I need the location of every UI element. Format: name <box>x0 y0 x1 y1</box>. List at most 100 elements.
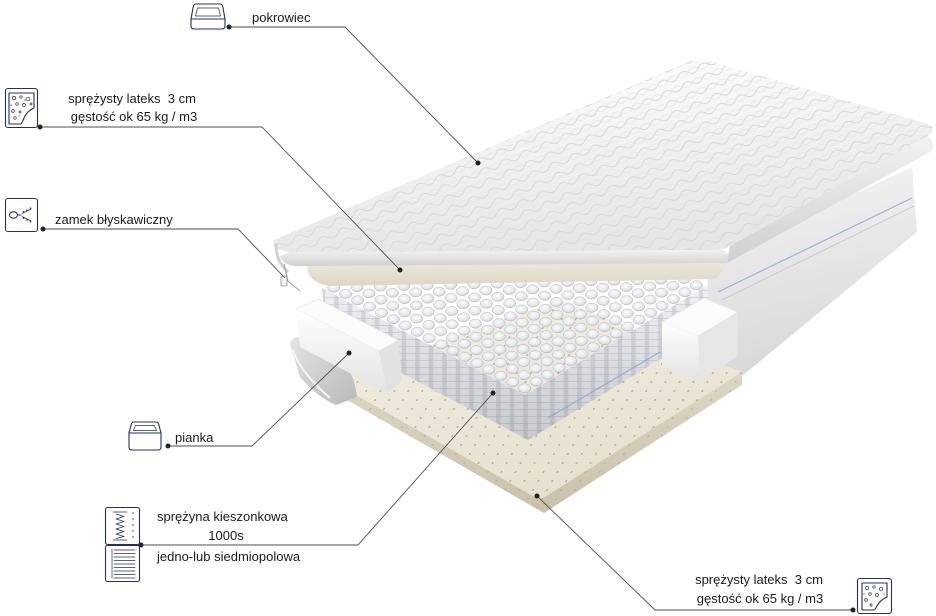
spring-top <box>515 317 529 328</box>
pocket-spring-leader-end-dot <box>490 390 496 396</box>
spring-top <box>469 318 482 329</box>
cover-right-side <box>727 136 933 263</box>
spring-top <box>539 330 553 341</box>
spring-top <box>655 287 668 298</box>
spring-top <box>397 294 411 304</box>
spring-top <box>363 301 376 312</box>
right-foam-block <box>661 297 739 380</box>
spring-top <box>528 337 542 347</box>
spring-top <box>526 297 540 308</box>
spring-top <box>551 323 564 334</box>
spring-top <box>456 286 469 296</box>
foam-leader <box>168 352 350 447</box>
spring-top <box>481 338 495 349</box>
spring-top <box>596 282 610 293</box>
spring-top <box>584 289 598 300</box>
spring-top <box>561 290 575 300</box>
spring-top <box>620 295 634 306</box>
top-latex-label-line1: sprężysty lateks 3 cm <box>68 91 196 106</box>
mattress-right-body <box>706 167 917 376</box>
spring-top <box>503 311 517 322</box>
spring-top <box>433 299 447 310</box>
mattress-cover <box>273 59 933 274</box>
spring-top <box>666 281 680 291</box>
right-foam-front-left <box>662 322 700 380</box>
spring-top <box>643 281 657 292</box>
pocket-spring-label-line1: sprężyna kieszonkowa <box>157 509 289 524</box>
zipper-leader <box>43 228 286 279</box>
spring-top <box>479 285 493 296</box>
spring-top <box>527 324 541 334</box>
spring-top <box>494 370 508 381</box>
spring-top <box>539 317 553 327</box>
spring-top <box>398 307 412 318</box>
spring-top <box>386 314 400 325</box>
spring-top <box>598 335 612 346</box>
spring-top <box>421 293 435 304</box>
spring-top <box>445 319 459 330</box>
spring-top <box>528 350 542 361</box>
spring-top <box>541 369 555 380</box>
spring-top <box>480 325 494 335</box>
spring-top <box>517 370 531 381</box>
foam-leader-start-dot <box>165 443 171 449</box>
spring-top <box>597 322 611 332</box>
spring-top <box>518 383 532 394</box>
spring-top <box>621 321 635 332</box>
spring-top <box>596 295 610 306</box>
spring-top <box>586 329 600 339</box>
zipper-pull <box>280 275 288 287</box>
latex-icon <box>856 577 893 615</box>
spring-top <box>585 315 599 326</box>
spring-top <box>549 283 563 294</box>
spring-top <box>620 308 634 319</box>
spring-top <box>666 294 680 304</box>
spring-top <box>574 322 588 333</box>
spring-top <box>505 350 519 361</box>
spring-top <box>492 318 506 329</box>
spring-top <box>527 310 541 321</box>
top-latex-label-line2: gęstość ok 65 kg / m3 <box>71 109 197 124</box>
spring-top <box>374 294 388 305</box>
spring-top <box>619 282 633 292</box>
left-foam-front <box>296 309 388 393</box>
spring-top <box>422 320 436 330</box>
side-seam-line <box>721 205 915 301</box>
spring-top <box>564 356 577 366</box>
mattress-side-panel <box>706 167 917 376</box>
foam-icon <box>128 421 162 451</box>
zipper <box>280 263 301 292</box>
bottom-latex-label-line2: gęstość ok 65 kg / m3 <box>697 591 823 606</box>
bottom-cover-rim <box>292 349 331 399</box>
spring-top <box>362 288 376 299</box>
latex-icon <box>4 87 39 129</box>
spring-top <box>445 306 459 316</box>
spring-top <box>456 299 470 310</box>
spring-top <box>479 298 493 309</box>
spring-top <box>480 312 494 322</box>
spring-top <box>573 309 587 320</box>
spring-top <box>506 377 520 387</box>
foam-label: pianka <box>175 430 214 445</box>
spring-top <box>386 301 400 311</box>
spring-top <box>552 362 566 373</box>
spring-top <box>514 291 528 302</box>
spring-top <box>469 332 483 342</box>
spring-top <box>550 297 563 307</box>
spring-top <box>457 325 471 336</box>
spring-top <box>597 309 611 319</box>
spring-top <box>504 337 518 348</box>
spring-top <box>574 336 588 346</box>
spring-top <box>339 289 353 299</box>
spring-top <box>504 324 518 335</box>
spring-top <box>421 306 435 317</box>
bottom-latex-leader <box>536 495 853 611</box>
spring-top <box>609 328 623 339</box>
mattress-cover-icon <box>190 3 226 30</box>
zones-icon <box>104 544 141 583</box>
spring-top <box>562 303 575 314</box>
left-foam-block <box>295 298 402 393</box>
spring-top <box>482 364 496 375</box>
spring-top <box>468 305 482 316</box>
spring-top <box>468 292 481 303</box>
